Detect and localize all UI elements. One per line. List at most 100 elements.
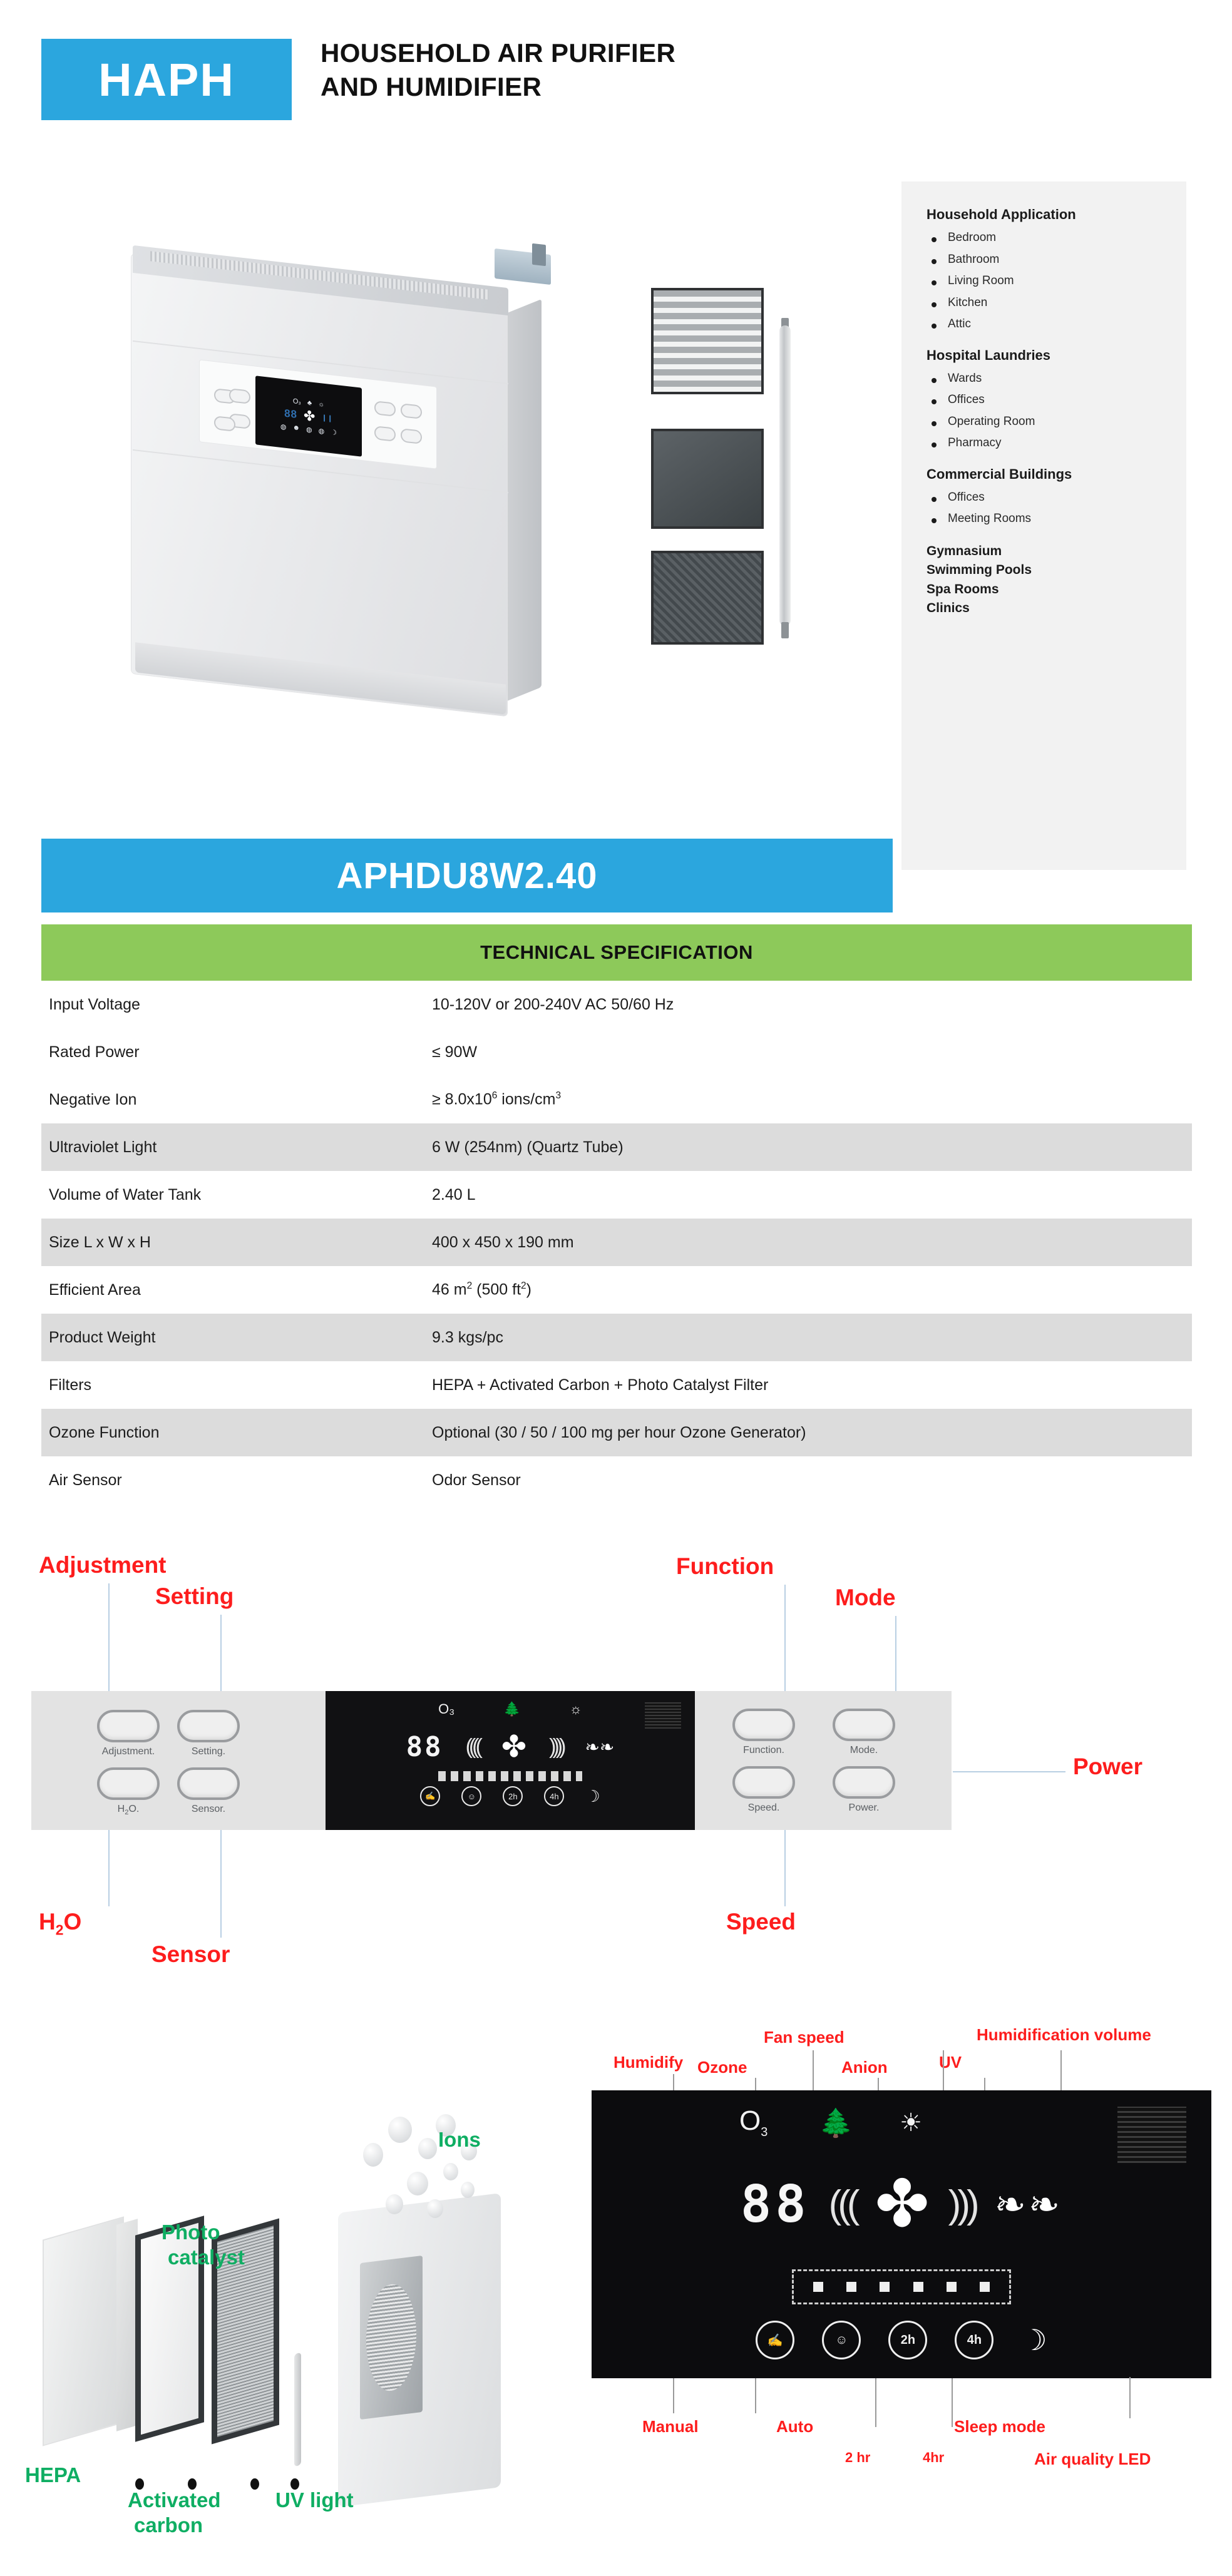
leader-line-adjustment xyxy=(108,1583,110,1691)
sidebar-plain-gymnasium: Gymnasium xyxy=(927,543,1002,558)
technical-specification-table: TECHNICAL SPECIFICATION Input Voltage 10… xyxy=(41,924,1192,1504)
hepa-filter-edge xyxy=(116,2219,138,2431)
water-drop-icon: ❧❧ xyxy=(585,1737,615,1757)
adjustment-button-label: Adjustment. xyxy=(101,1746,155,1757)
sidebar-item-living-room: Living Room xyxy=(927,275,1186,288)
table-row: Input Voltage 10-120V or 200-240V AC 50/… xyxy=(41,981,1192,1028)
airflow-wave-left-icon: (((( xyxy=(465,1735,483,1759)
function-button[interactable]: Function. xyxy=(717,1709,811,1756)
bottom-diagrams-section: Ions Photo catalyst HEPA Activated carbo… xyxy=(0,2025,1232,2576)
speed-button[interactable]: Speed. xyxy=(717,1766,811,1814)
water-drop-icon: ❧❧ xyxy=(994,2183,1063,2226)
sidebar-list-household: Bedroom Bathroom Living Room Kitchen Att… xyxy=(927,231,1186,331)
leader-line-auto xyxy=(755,2378,756,2413)
mode-button[interactable]: Mode. xyxy=(817,1709,911,1756)
annotation-h2o: H2O xyxy=(39,1909,81,1938)
leader-line-setting xyxy=(220,1615,222,1691)
model-code: APHDU8W2.40 xyxy=(336,855,598,896)
dash-cell xyxy=(980,2282,990,2292)
spec-value-part2: ions/cm xyxy=(497,1090,556,1108)
lcd-seven-segment-digits: 88 xyxy=(406,1731,443,1763)
label-air-quality-led: Air quality LED xyxy=(1034,2450,1151,2468)
application-sidebar: Household Application Bedroom Bathroom L… xyxy=(901,181,1186,870)
page-title: HOUSEHOLD AIR PURIFIER AND HUMIDIFIER xyxy=(321,36,675,104)
sidebar-item-pharmacy: Pharmacy xyxy=(927,437,1186,450)
annotation-function: Function xyxy=(676,1553,774,1579)
timer-4h-icon: ◍ xyxy=(318,427,325,436)
label-activated-carbon-line1: Activated xyxy=(128,2488,221,2512)
leader-line-air-quality-led xyxy=(1129,2377,1131,2418)
page-title-line1: HOUSEHOLD AIR PURIFIER xyxy=(321,38,676,68)
leader-line-humidification-volume xyxy=(1060,2050,1062,2094)
table-row: Efficient Area 46 m2 (500 ft2) xyxy=(41,1266,1192,1314)
adjustment-button-shape xyxy=(97,1710,160,1742)
setting-button-shape xyxy=(177,1710,240,1742)
power-button[interactable]: Power. xyxy=(817,1766,911,1814)
spec-label: Efficient Area xyxy=(49,1280,141,1299)
pointer-dot-uv xyxy=(290,2478,299,2490)
label-activated-carbon-line2: carbon xyxy=(134,2513,203,2537)
uv-bulb-icon: ☀ xyxy=(900,2109,923,2137)
annotation-sensor: Sensor xyxy=(151,1941,230,1967)
spec-label: Size L x W x H xyxy=(49,1233,151,1251)
spec-value: 10-120V or 200-240V AC 50/60 Hz xyxy=(432,995,674,1013)
ion-particle-icon xyxy=(388,2117,412,2143)
sidebar-group-hospital: Hospital Laundries Wards Offices Operati… xyxy=(927,347,1186,450)
uv-quartz-tube xyxy=(779,325,791,626)
table-row: Filters HEPA + Activated Carbon + Photo … xyxy=(41,1361,1192,1409)
setting-button[interactable]: Setting. xyxy=(162,1710,255,1757)
control-panel-strip: Adjustment. Setting. H2O. Sensor. O₃ xyxy=(31,1691,952,1830)
sidebar-heading-household: Household Application xyxy=(927,207,1076,222)
anion-tree-icon: ♣ xyxy=(307,399,312,407)
h2o-button[interactable]: H2O. xyxy=(81,1767,175,1816)
spec-label: Ozone Function xyxy=(49,1423,160,1441)
label-manual: Manual xyxy=(642,2417,699,2436)
sidebar-plain-spa-rooms: Spa Rooms xyxy=(927,581,999,596)
spec-value: Optional (30 / 50 / 100 mg per hour Ozon… xyxy=(432,1423,806,1441)
annotation-power: Power xyxy=(1073,1754,1143,1779)
sidebar-item-meeting-rooms: Meeting Rooms xyxy=(927,513,1186,526)
sensor-button[interactable]: Sensor. xyxy=(162,1767,255,1815)
leader-line-function xyxy=(784,1585,786,1691)
product-side-panel xyxy=(504,299,542,703)
spec-value: Odor Sensor xyxy=(432,1471,521,1489)
hepa-filter-layer xyxy=(43,2216,124,2446)
sidebar-heading-commercial: Commercial Buildings xyxy=(927,466,1072,482)
lcd-top-icon-row: O3 🌲 ☀ xyxy=(592,2107,1211,2139)
model-code-banner: APHDU8W2.40 xyxy=(41,839,893,912)
leader-line-h2o xyxy=(108,1830,110,1906)
lcd-seven-segment-digits: 88 xyxy=(740,2175,810,2234)
page-header: HAPH HOUSEHOLD AIR PURIFIER AND HUMIDIFI… xyxy=(0,0,1232,169)
lcd-bottom-icon-row: ✍ ☺ 2h 4h ☽ xyxy=(592,2321,1211,2359)
spec-label: Ultraviolet Light xyxy=(49,1138,157,1156)
ion-particle-icon xyxy=(386,2194,403,2214)
spec-value-sup2: 2 xyxy=(521,1280,526,1292)
spec-label: Product Weight xyxy=(49,1328,156,1346)
label-humidification-volume: Humidification volume xyxy=(977,2025,1151,2044)
leader-line-speed xyxy=(784,1830,786,1906)
spec-label: Air Sensor xyxy=(49,1471,122,1489)
adjustment-button[interactable]: Adjustment. xyxy=(81,1710,175,1757)
spec-value: ≥ 8.0x106 ions/cm3 xyxy=(432,1090,1189,1108)
fan-blade-icon: ✤ xyxy=(875,2167,930,2241)
speed-button-shape xyxy=(732,1766,795,1799)
sensor-button-shape xyxy=(177,1767,240,1800)
ion-particle-icon xyxy=(418,2138,437,2159)
ozone-icon: O₃ xyxy=(438,1701,455,1717)
label-photo-catalyst-line1: Photo xyxy=(162,2221,220,2244)
spec-table-title: TECHNICAL SPECIFICATION xyxy=(480,941,753,963)
page-title-line2: AND HUMIDIFIER xyxy=(321,71,542,101)
hero-section: O₃ ♣ ☼ 88 ✤ ❙❙ ◍ ☻ ◍ ◍ ☽ xyxy=(0,169,1232,920)
uv-light-tube xyxy=(294,2352,301,2467)
timer-4h-icon: 4h xyxy=(955,2321,994,2359)
sidebar-heading-hospital: Hospital Laundries xyxy=(927,347,1051,363)
manual-mode-icon: ◍ xyxy=(280,422,287,431)
sensor-button-label: Sensor. xyxy=(191,1804,226,1814)
leader-line-uv xyxy=(984,2078,985,2094)
thumbnail-photo-catalyst-filter xyxy=(651,551,764,645)
uv-bulb-icon: ☼ xyxy=(318,400,325,409)
label-hepa: HEPA xyxy=(25,2463,81,2487)
leader-line-2hr xyxy=(875,2378,876,2427)
table-row: Ozone Function Optional (30 / 50 / 100 m… xyxy=(41,1409,1192,1456)
